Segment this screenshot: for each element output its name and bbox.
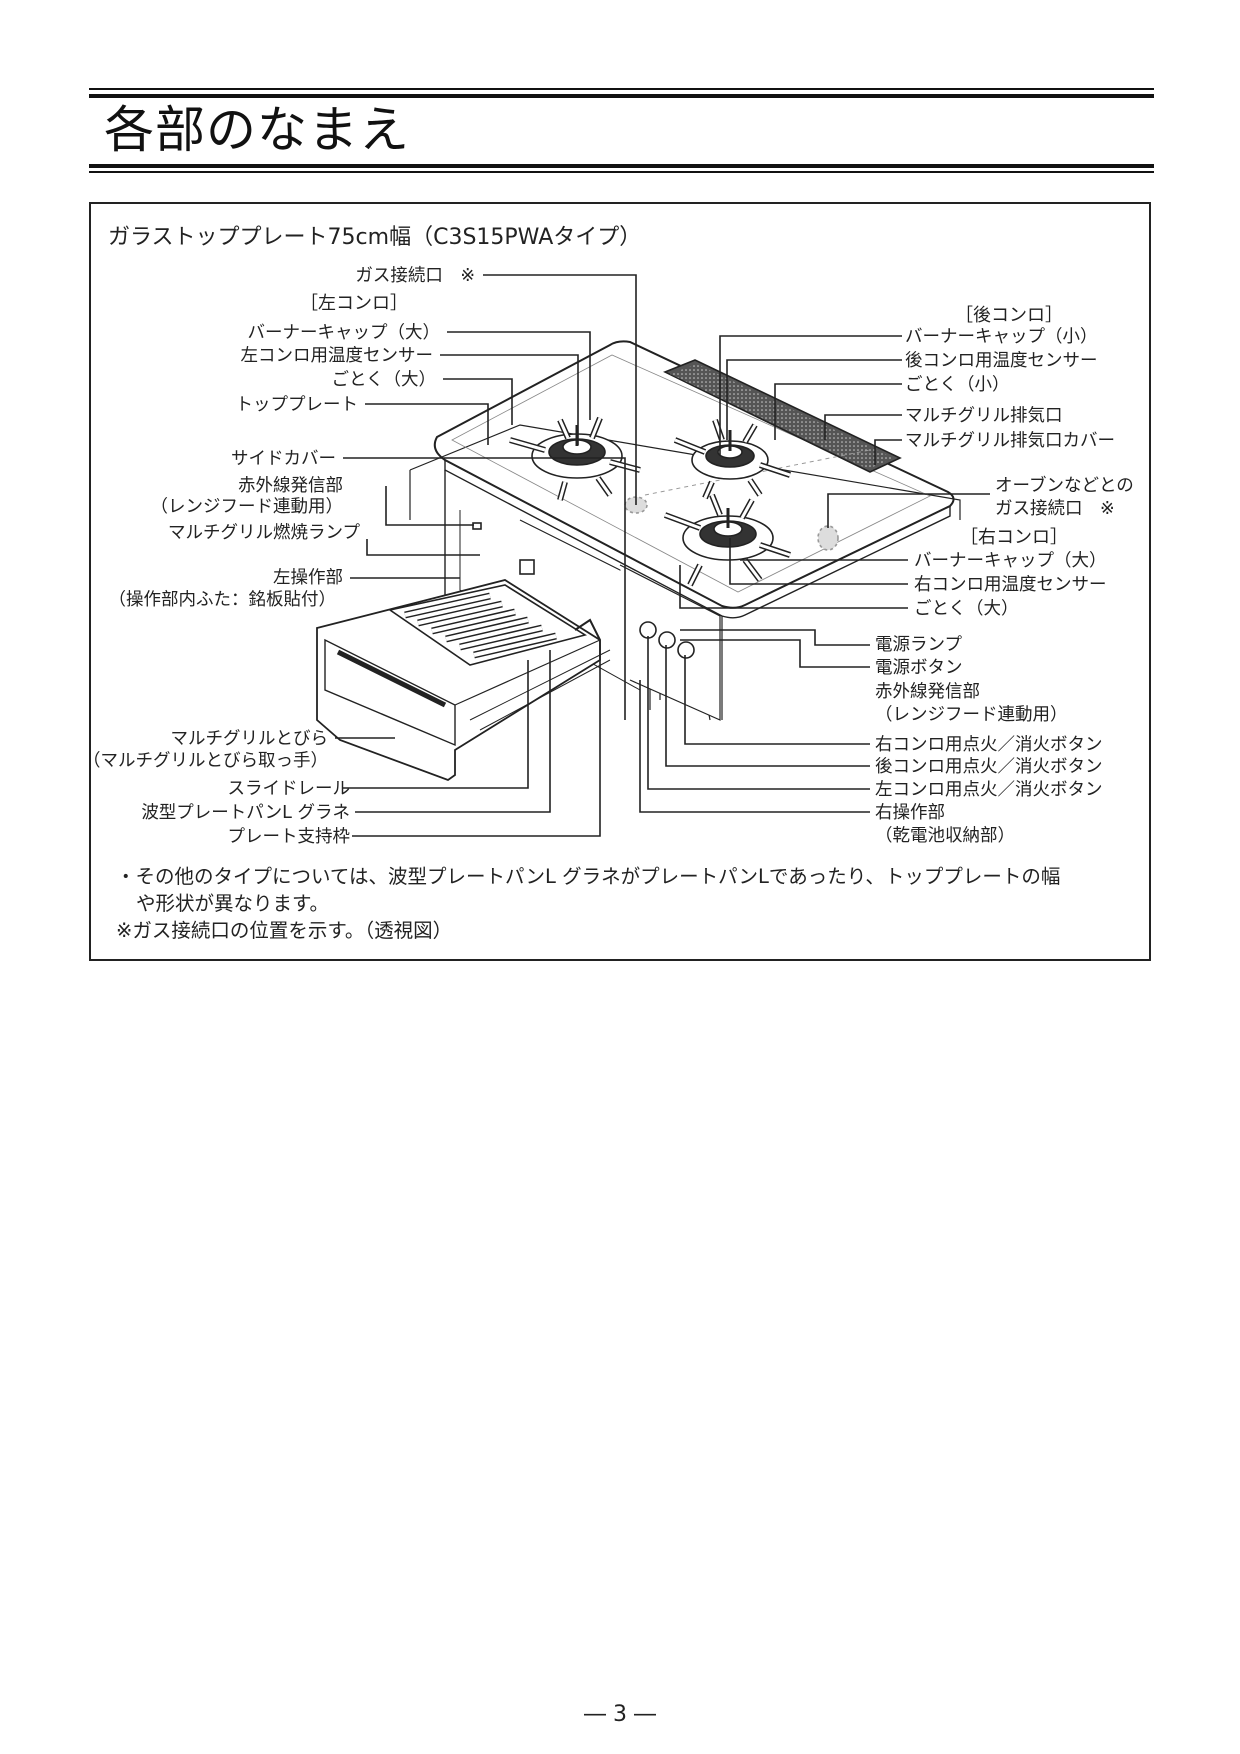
label-left-ignite-button: 左コンロ用点火／消火ボタン — [875, 780, 1103, 800]
label-wave-plate-pan: 波型プレートパンL グラネ — [141, 803, 350, 823]
header-rule-top-thick — [89, 94, 1154, 98]
label-right-burner-cap: バーナーキャップ（大） — [914, 551, 1107, 571]
header-rule-bottom-thick — [89, 164, 1154, 168]
rear-ignite-knob — [658, 631, 676, 649]
label-plate-support: プレート支持枠 — [228, 827, 351, 847]
grill-drawer — [316, 579, 611, 782]
label-left-control: 左操作部 — [273, 568, 343, 588]
page-number: ― 3 ― — [584, 1702, 656, 1727]
note-gas-position: ※ガス接続口の位置を示す。（透視図） — [116, 919, 453, 942]
cooktop-illustration — [316, 340, 961, 782]
label-ir-transmitter-left-sub: （レンジフード連動用） — [151, 497, 344, 517]
label-gas-connection: ガス接続口 ※ — [355, 266, 475, 286]
label-right-trivet: ごとく（大） — [914, 599, 1018, 619]
label-right-control: 右操作部 — [875, 803, 945, 823]
label-rear-ignite-button: 後コンロ用点火／消火ボタン — [875, 757, 1103, 777]
label-ir-transmitter-left: 赤外線発信部 — [238, 476, 343, 496]
label-side-cover: サイドカバー — [231, 449, 336, 469]
label-ir-transmitter-right-sub: （レンジフード連動用） — [875, 705, 1068, 725]
label-power-button: 電源ボタン — [875, 658, 963, 678]
label-ir-transmitter-right: 赤外線発信部 — [875, 682, 980, 702]
figure-frame — [89, 202, 1151, 961]
label-grill-exhaust: マルチグリル排気口 — [905, 406, 1063, 426]
left-burner — [509, 416, 641, 501]
label-oven-gas: オーブンなどとの — [995, 475, 1134, 496]
label-oven-gas-sub: ガス接続口 ※ — [995, 499, 1115, 519]
label-left-temp-sensor: 左コンロ用温度センサー — [241, 346, 434, 366]
note-other-types-cont: や形状が異なります。 — [136, 892, 330, 915]
leader-lines — [335, 274, 990, 837]
right-burner — [663, 493, 791, 587]
label-right-ignite-button: 右コンロ用点火／消火ボタン — [875, 735, 1103, 755]
label-right-control-sub: （乾電池収納部） — [875, 826, 1015, 846]
part-labels: ガス接続口 ※ ［左コンロ］ バーナーキャップ（大） 左コンロ用温度センサー ご… — [83, 266, 1134, 847]
group-right-burner: ［右コンロ］ — [960, 527, 1068, 548]
label-left-trivet: ごとく（大） — [332, 370, 436, 390]
label-right-temp-sensor: 右コンロ用温度センサー — [914, 575, 1107, 595]
left-ignite-knob — [677, 641, 695, 659]
label-left-control-sub: （操作部内ふた：銘板貼付） — [109, 590, 337, 610]
label-left-burner-cap: バーナーキャップ（大） — [248, 323, 441, 343]
label-rear-trivet: ごとく（小） — [905, 375, 1009, 395]
group-left-burner: ［左コンロ］ — [300, 293, 408, 314]
header-rule-bottom-thin — [89, 171, 1154, 173]
figure-caption: ガラストッププレート75cm幅（C3S15PWAタイプ） — [108, 225, 642, 250]
label-top-plate: トッププレート — [236, 395, 359, 415]
rear-burner — [673, 419, 791, 500]
label-grill-door: マルチグリルとびら — [171, 729, 329, 749]
group-rear-burner: ［後コンロ］ — [955, 305, 1063, 326]
label-rear-burner-cap: バーナーキャップ（小） — [905, 327, 1098, 347]
label-grill-exhaust-cover: マルチグリル排気口カバー — [905, 431, 1115, 451]
label-slide-rail: スライドレール — [228, 779, 351, 799]
header-rule-top-thin — [89, 88, 1154, 90]
note-other-types: ・その他のタイプについては、波型プレートパンL グラネがプレートパンLであったり… — [116, 865, 1061, 888]
label-power-lamp: 電源ランプ — [875, 635, 962, 655]
label-grill-lamp: マルチグリル燃焼ランプ — [168, 523, 360, 543]
label-grill-door-sub: （マルチグリルとびら取っ手） — [83, 751, 328, 771]
page-title: 各部のなまえ — [104, 101, 410, 159]
label-rear-temp-sensor: 後コンロ用温度センサー — [905, 351, 1098, 371]
